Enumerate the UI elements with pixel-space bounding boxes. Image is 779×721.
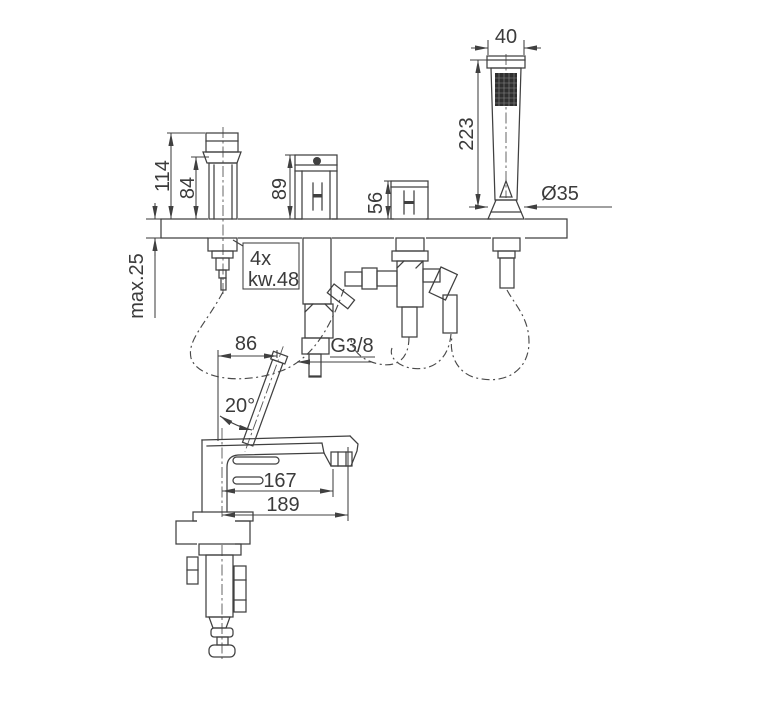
upper-dimensions: 114 84 89 56 40 223 Ø35 xyxy=(126,26,612,365)
valve-handle-left xyxy=(189,127,345,380)
dim-114-label: 114 xyxy=(152,160,174,192)
handle-screw xyxy=(313,157,321,165)
dim-56-label: 56 xyxy=(365,192,387,214)
spout-body xyxy=(192,435,359,522)
deck-section-lower xyxy=(175,520,251,545)
dim-167-label: 167 xyxy=(263,470,296,492)
dim-89-label: 89 xyxy=(269,178,291,200)
diverter-valve xyxy=(344,180,459,370)
nut-note-box: 4x kw.48 xyxy=(232,239,300,291)
hand-shower xyxy=(450,54,530,381)
dim-189-label: 189 xyxy=(266,494,299,516)
upper-view-deck-mixer: 114 84 89 56 40 223 Ø35 xyxy=(126,26,612,381)
dim-84-label: 84 xyxy=(177,177,199,199)
mixer-handle xyxy=(294,154,356,378)
lower-view-spout: 86 20° 167 189 xyxy=(175,333,359,662)
dim-dia35-label: Ø35 xyxy=(541,183,579,205)
note-qty-label: 4x xyxy=(250,248,271,270)
lower-dimensions: 86 20° 167 189 xyxy=(217,333,349,521)
deck-section xyxy=(160,218,568,239)
note-wrench-label: kw.48 xyxy=(248,269,299,291)
dim-223-label: 223 xyxy=(456,117,478,150)
aerator xyxy=(330,451,353,467)
flex-hose-diverter-right xyxy=(390,333,452,370)
mounting-assembly xyxy=(186,543,247,658)
shower-hose xyxy=(450,289,530,381)
flex-hose-left-valve xyxy=(189,288,345,380)
dim-20deg-label: 20° xyxy=(225,395,255,417)
dim-86-label: 86 xyxy=(235,333,257,355)
thread-callout: G3/8 xyxy=(297,335,375,365)
dim-max25-label: max.25 xyxy=(126,253,148,319)
thread-g38-label: G3/8 xyxy=(330,335,373,357)
dim-40-label: 40 xyxy=(495,26,517,48)
